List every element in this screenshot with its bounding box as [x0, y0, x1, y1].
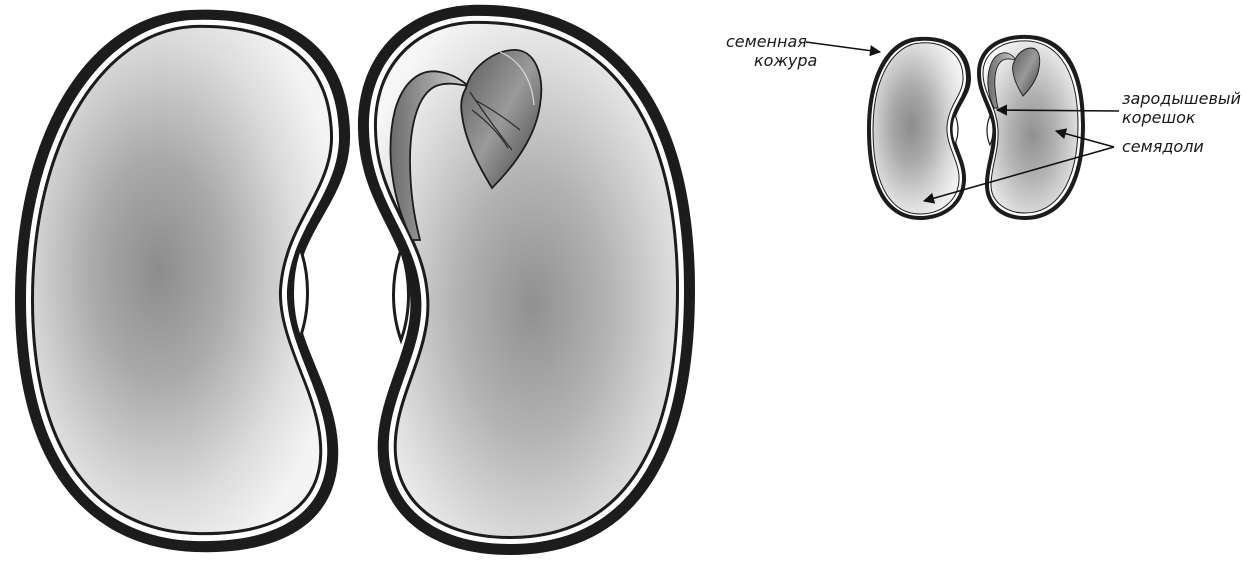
- arrow-radicle: [997, 110, 1119, 111]
- small-right-hilum: [987, 116, 993, 145]
- small-left-hilum: [952, 115, 958, 144]
- large-bean: [15, 5, 695, 555]
- large-right-hilum: [394, 250, 409, 340]
- small-right-cotyledon: [977, 35, 1085, 220]
- label-seed-coat-line2: кожура: [754, 51, 817, 70]
- label-radicle-line2: корешок: [1122, 108, 1196, 127]
- large-left-cotyledon: [15, 10, 350, 553]
- label-seed-coat-line1: семенная: [726, 32, 807, 51]
- small-bean: [867, 35, 1085, 220]
- large-right-cotyledon: [358, 5, 695, 555]
- label-radicle-line1: зародышевый: [1122, 89, 1241, 108]
- label-seed-coat: семенная кожура: [726, 32, 880, 70]
- large-left-hilum: [293, 248, 308, 338]
- label-cotyledons-text: семядоли: [1122, 137, 1204, 156]
